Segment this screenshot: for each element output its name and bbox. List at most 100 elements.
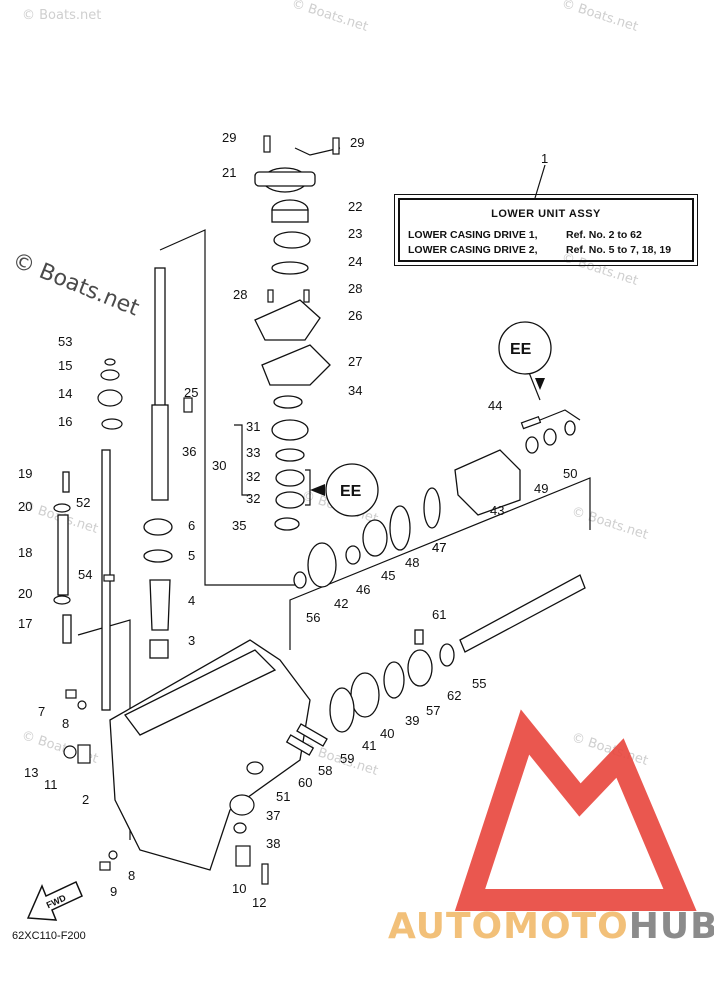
o-ring [389, 505, 411, 551]
trim-tab [235, 845, 251, 867]
callout-9: 9 [110, 884, 117, 899]
callout-25: 25 [184, 385, 198, 400]
callout-28b: 28 [348, 281, 362, 296]
clip [53, 503, 71, 513]
callout-38: 38 [266, 836, 280, 851]
callout-46: 46 [356, 582, 370, 597]
callout-58: 58 [318, 763, 332, 778]
propeller-shaft-housing [454, 449, 521, 516]
leader-line [534, 164, 546, 199]
dowel-pin [303, 289, 310, 303]
arrow-icon [310, 484, 325, 496]
forward-gear [383, 661, 405, 699]
callout-37: 37 [266, 808, 280, 823]
pump-housing-base [254, 171, 316, 187]
callout-61: 61 [432, 607, 446, 622]
leader-line [294, 147, 341, 156]
callout-13: 13 [24, 765, 38, 780]
callout-29b: 29 [350, 135, 364, 150]
o-ring [101, 418, 123, 430]
callout-48: 48 [405, 555, 419, 570]
brand-logo: AUTOMOTOHUB [388, 906, 714, 947]
bushing [543, 428, 557, 446]
nut [63, 745, 77, 759]
gasket-plate [261, 344, 331, 386]
callout-6: 6 [188, 518, 195, 533]
lubricant-symbol-icon: EE [510, 341, 532, 358]
callout-19: 19 [18, 466, 32, 481]
callout-2: 2 [82, 792, 89, 807]
callout-15: 15 [58, 358, 72, 373]
bushing [62, 614, 72, 644]
callout-29: 29 [222, 130, 236, 145]
shim [143, 549, 173, 563]
callout-24: 24 [348, 254, 362, 269]
callout-33: 33 [246, 445, 260, 460]
callout-50: 50 [563, 466, 577, 481]
detail-magnifier [325, 463, 379, 517]
retainer [97, 389, 123, 407]
callout-22: 22 [348, 199, 362, 214]
callout-59: 59 [340, 751, 354, 766]
cam [246, 761, 264, 775]
callout-60: 60 [298, 775, 312, 790]
callout-45: 45 [381, 568, 395, 583]
insert-cartridge-body [271, 209, 309, 223]
callout-47-second: 47 [432, 540, 446, 555]
callout-10: 10 [232, 881, 246, 896]
key [183, 397, 193, 413]
assy-row: LOWER CASING DRIVE 1, Ref. No. 2 to 62 [408, 229, 642, 241]
bolt [520, 415, 542, 430]
clip [53, 595, 71, 605]
washer [108, 850, 118, 860]
bolt [261, 863, 269, 885]
callout-17: 17 [18, 616, 32, 631]
bolt [99, 861, 111, 871]
propeller-shaft [459, 574, 586, 653]
assy-row-label: LOWER CASING DRIVE 2, [408, 244, 538, 256]
bolt [65, 689, 77, 699]
callout-26: 26 [348, 308, 362, 323]
needle-bearing [149, 639, 169, 659]
callout-28: 28 [233, 287, 247, 302]
assy-row-label: LOWER CASING DRIVE 1, [408, 229, 538, 241]
callout-7: 7 [38, 704, 45, 719]
outer-plate [254, 299, 321, 341]
callout-3: 3 [188, 633, 195, 648]
bushing [525, 436, 539, 454]
callout-52: 52 [76, 495, 90, 510]
bracket-line [159, 229, 300, 586]
callout-39: 39 [405, 713, 419, 728]
callout-4: 4 [188, 593, 195, 608]
callout-54: 54 [78, 567, 92, 582]
stud [62, 471, 70, 493]
assy-row-ref: Ref. No. 2 to 62 [566, 229, 642, 241]
leader-line [539, 409, 581, 421]
drive-shaft [154, 267, 166, 409]
washer [293, 571, 307, 589]
impeller [273, 231, 311, 249]
sleeve [149, 579, 171, 631]
callout-8: 8 [62, 716, 69, 731]
callout-31: 31 [246, 419, 260, 434]
assy-title: LOWER UNIT ASSY [491, 208, 601, 220]
callout-51: 51 [276, 789, 290, 804]
assy-info-box: LOWER UNIT ASSY LOWER CASING DRIVE 1, Re… [394, 194, 698, 266]
callout-30: 30 [212, 458, 226, 473]
callout-32: 32 [246, 469, 260, 484]
bearing [362, 519, 388, 557]
callout-41: 41 [362, 738, 376, 753]
callout-12: 12 [252, 895, 266, 910]
callout-56: 56 [306, 610, 320, 625]
lower-casing-top [124, 649, 277, 736]
dog-clutch [407, 649, 433, 687]
dowel-pin [267, 289, 274, 303]
callout-53: 53 [58, 334, 72, 349]
callout-62: 62 [447, 688, 461, 703]
shim [439, 643, 455, 667]
pin [414, 629, 424, 645]
callout-57: 57 [426, 703, 440, 718]
seal-housing [271, 419, 309, 441]
callout-35: 35 [232, 518, 246, 533]
